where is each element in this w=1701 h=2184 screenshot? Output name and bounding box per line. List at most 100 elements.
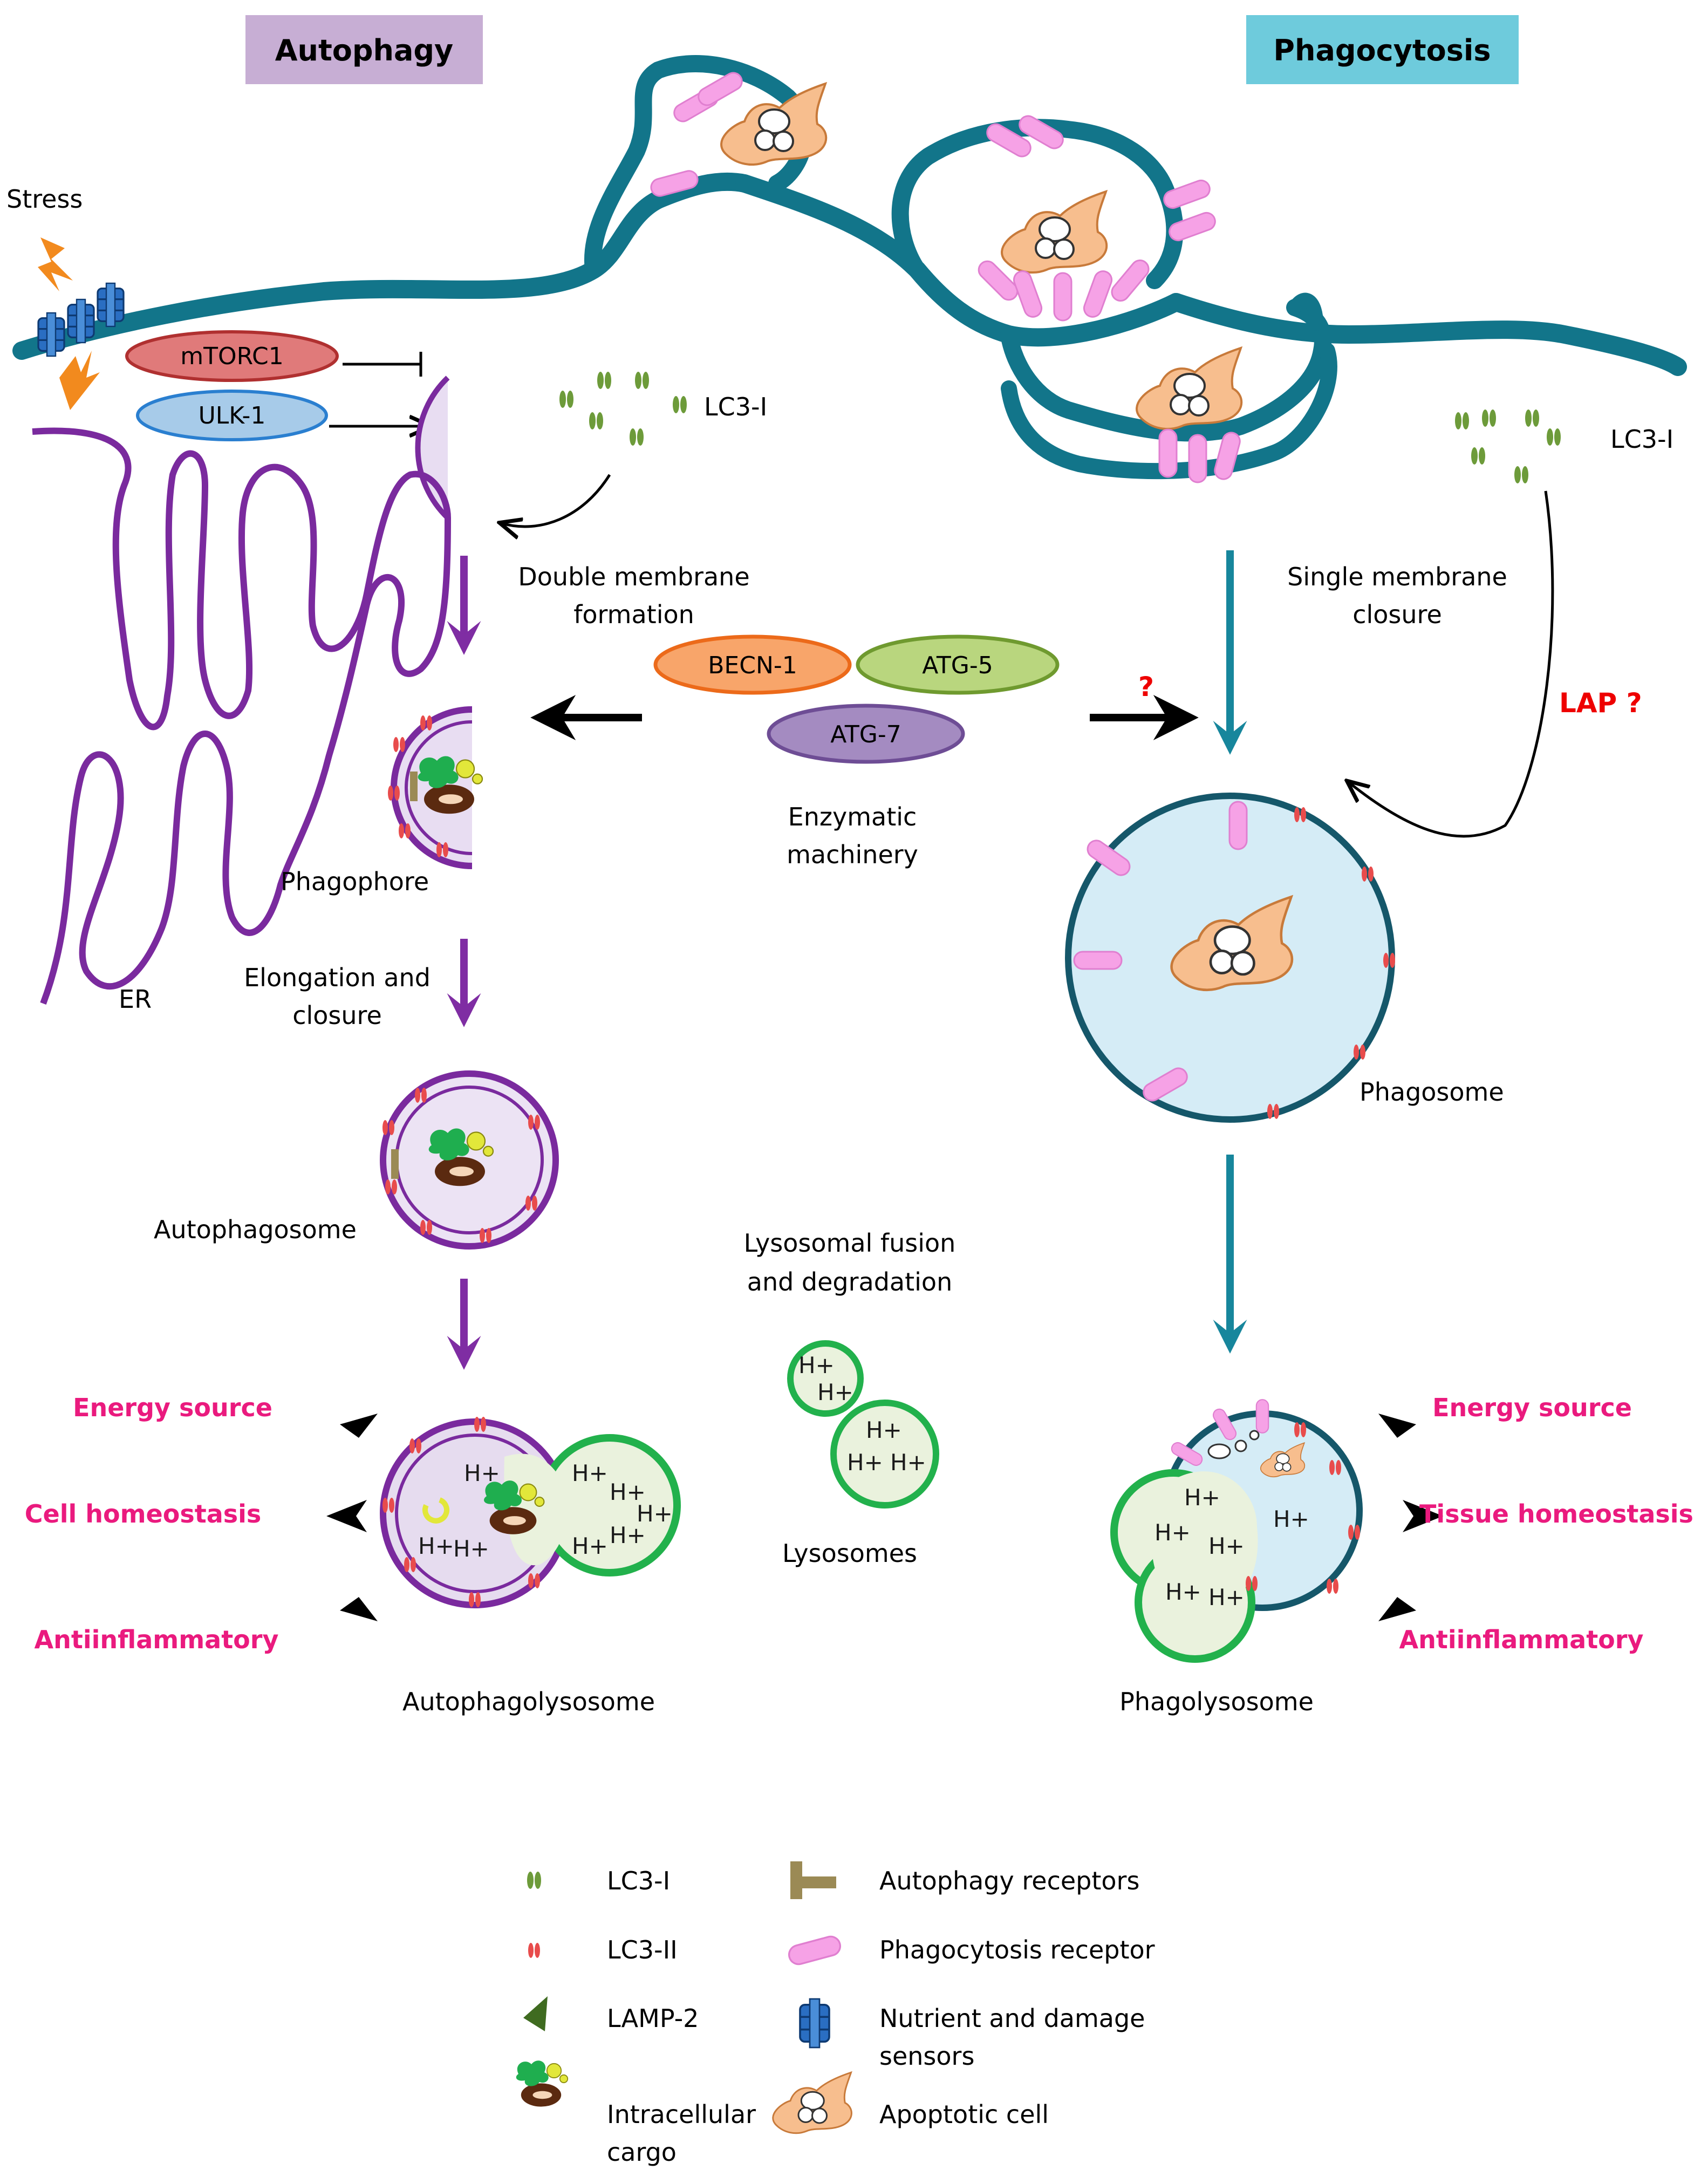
legend-cargo-2: cargo xyxy=(607,2138,677,2167)
legend-sensors-2: sensors xyxy=(879,2042,974,2071)
svg-text:Phagocytosis: Phagocytosis xyxy=(1273,33,1491,67)
stress-label: Stress xyxy=(6,185,83,214)
svg-text:H+: H+ xyxy=(847,1449,883,1476)
autophagy-header: Autophagy xyxy=(245,15,483,84)
lc3-i-cluster-right xyxy=(1455,410,1561,483)
svg-text:Autophagy: Autophagy xyxy=(275,33,454,67)
apoptotic-cell-icon xyxy=(772,2071,852,2134)
legend-lamp-2: LAMP-2 xyxy=(607,2004,699,2033)
autophagy-outcome-homeostasis: Cell homeostasis xyxy=(25,1499,262,1528)
lap-label: LAP ? xyxy=(1559,687,1642,719)
elongation-label-1: Elongation and xyxy=(244,963,431,992)
svg-text:ATG-5: ATG-5 xyxy=(922,652,993,679)
lysosomes-group xyxy=(787,1340,939,1509)
autophagolysosome xyxy=(380,1417,681,1608)
svg-text:H+: H+ xyxy=(418,1533,454,1559)
single-membrane-label-1: Single membrane xyxy=(1287,562,1507,591)
stress-bolts xyxy=(38,237,100,410)
autophagolysosome-protons: H+ H+ H+ H+ H+ H+ H+ H+ xyxy=(418,1460,673,1562)
phagolysosome-label: Phagolysosome xyxy=(1119,1687,1314,1716)
autophagy-outcome-arrowheads xyxy=(326,1414,378,1621)
ulk1-ellipse: ULK-1 xyxy=(136,390,328,441)
svg-text:H+: H+ xyxy=(572,1533,608,1559)
autophagy-outcome-antiinflammatory: Antiinflammatory xyxy=(35,1625,279,1654)
isolation-membrane xyxy=(415,376,450,520)
mtorc1-ellipse: mTORC1 xyxy=(125,330,339,382)
phagocytosis-outcome-antiinflammatory: Antiinflammatory xyxy=(1399,1625,1644,1654)
nutrient-sensors-membrane xyxy=(37,282,125,357)
svg-text:H+: H+ xyxy=(1184,1484,1220,1511)
svg-text:H+: H+ xyxy=(798,1352,835,1378)
autophagy-receptor-icon xyxy=(790,1861,836,1899)
svg-text:H+: H+ xyxy=(1155,1519,1191,1546)
svg-text:H+: H+ xyxy=(637,1500,673,1527)
svg-text:H+: H+ xyxy=(1165,1579,1201,1605)
lc3-i-to-membrane-arrow xyxy=(502,474,611,527)
svg-text:H+: H+ xyxy=(453,1535,489,1562)
legend-lc3-i: LC3-I xyxy=(607,1866,670,1895)
phagocytosis-header: Phagocytosis xyxy=(1246,15,1519,84)
lc3-ii-icon xyxy=(528,1943,540,1958)
svg-text:H+: H+ xyxy=(890,1449,926,1476)
lc3-i-left-label: LC3-I xyxy=(704,392,767,421)
autophagosome-label: Autophagosome xyxy=(154,1215,357,1244)
autophagosome xyxy=(380,1070,559,1250)
phagophore-label: Phagophore xyxy=(281,867,429,896)
er-label: ER xyxy=(119,985,152,1014)
legend-phagocytosis-receptor: Phagocytosis receptor xyxy=(879,1935,1155,1964)
endoplasmic-reticulum xyxy=(32,427,451,1005)
svg-text:ATG-7: ATG-7 xyxy=(830,721,901,748)
svg-text:ULK-1: ULK-1 xyxy=(199,402,266,429)
apoptotic-cell-3 xyxy=(1136,347,1243,430)
svg-text:H+: H+ xyxy=(1273,1506,1309,1532)
double-membrane-label-1: Double membrane xyxy=(518,562,749,591)
plasma-membrane xyxy=(12,55,1687,480)
elongation-label-2: closure xyxy=(292,1001,382,1030)
mtorc1-inhibit-arrow xyxy=(343,352,422,377)
phagocytosis-receptor-icon xyxy=(786,1933,843,1968)
atg-7-ellipse: ATG-7 xyxy=(767,704,965,764)
lysosomal-label-2: and degradation xyxy=(747,1267,952,1296)
nutrient-sensor-icon xyxy=(799,1998,830,2049)
atg-5-ellipse: ATG-5 xyxy=(856,634,1060,695)
legend-autophagy-receptors: Autophagy receptors xyxy=(879,1866,1139,1895)
autophagy-outcome-energy: Energy source xyxy=(73,1393,272,1422)
becn-1-ellipse: BECN-1 xyxy=(653,634,852,695)
svg-text:BECN-1: BECN-1 xyxy=(708,652,797,679)
svg-text:H+: H+ xyxy=(1208,1533,1245,1559)
legend-apoptotic-cell: Apoptotic cell xyxy=(879,2100,1049,2129)
lysosomes-label: Lysosomes xyxy=(782,1539,917,1568)
phagocytosis-outcome-homeostasis: Tissue homeostasis xyxy=(1419,1499,1693,1528)
svg-text:H+: H+ xyxy=(1208,1584,1245,1610)
phagophore xyxy=(388,706,483,869)
phagolysosome xyxy=(1110,1399,1363,1663)
lap-arrow xyxy=(1349,490,1554,838)
legend-sensors-1: Nutrient and damage xyxy=(879,2004,1145,2033)
unknown-role-question: ? xyxy=(1138,671,1154,702)
legend-cargo-1: Intracellular xyxy=(607,2100,756,2129)
phagocytosis-outcome-arrowheads xyxy=(1378,1414,1443,1621)
lysosomal-label-1: Lysosomal fusion xyxy=(744,1228,956,1258)
legend-lc3-ii: LC3-II xyxy=(607,1935,678,1964)
autophagolysosome-label: Autophagolysosome xyxy=(402,1687,655,1716)
phagosome-label: Phagosome xyxy=(1360,1077,1504,1107)
svg-text:H+: H+ xyxy=(610,1479,646,1505)
lc3-i-icon xyxy=(527,1872,541,1889)
enzymatic-label-1: Enzymatic xyxy=(788,802,917,831)
svg-text:H+: H+ xyxy=(866,1417,902,1443)
lc3-i-right-label: LC3-I xyxy=(1610,425,1673,454)
lysosome-protons: H+ H+ H+ H+ H+ xyxy=(798,1352,926,1476)
legend: LC3-I LC3-II LAMP-2 Intracellular cargo … xyxy=(515,1861,1155,2167)
double-membrane-label-2: formation xyxy=(573,600,694,629)
phagolysosome-protons: H+ H+ H+ H+ H+ H+ xyxy=(1155,1484,1309,1610)
lc3-i-cluster-left xyxy=(559,372,687,446)
svg-text:H+: H+ xyxy=(572,1460,608,1486)
phagosome xyxy=(1065,793,1395,1123)
svg-text:H+: H+ xyxy=(610,1522,646,1548)
apoptotic-cell-2 xyxy=(1001,190,1108,274)
phagocytosis-outcome-energy: Energy source xyxy=(1432,1393,1632,1422)
svg-text:H+: H+ xyxy=(817,1379,853,1405)
svg-text:mTORC1: mTORC1 xyxy=(180,343,283,370)
lamp-2-icon xyxy=(523,1996,548,2031)
